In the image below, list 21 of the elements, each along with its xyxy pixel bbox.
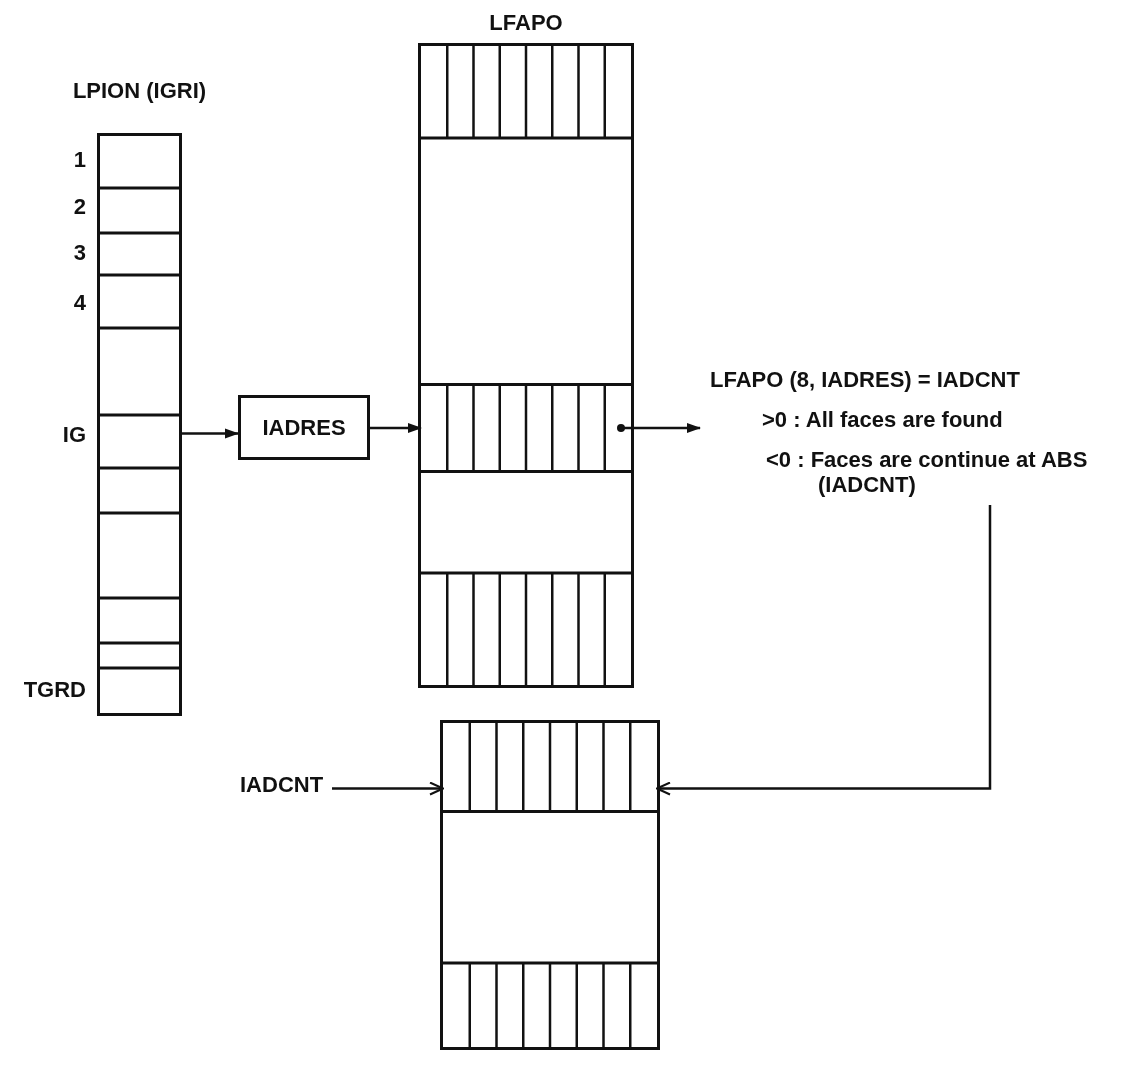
array-table (440, 720, 660, 1050)
arrow (182, 428, 239, 439)
process-box (238, 395, 370, 460)
arrow (332, 781, 444, 796)
row-index-label: 1 (73, 147, 86, 173)
row-index-label: 4 (73, 290, 86, 316)
arrow (617, 423, 701, 433)
array-name: LPION (IGRI) (72, 78, 207, 104)
array-name: LFAPO (489, 10, 563, 36)
arrow (656, 505, 992, 796)
row-index-label: TGRD (23, 677, 86, 703)
row-index-label: IG (62, 422, 86, 448)
formula-text: IADCNT (240, 772, 324, 798)
row-index-label: 3 (73, 240, 86, 266)
formula-text: LFAPO (8, IADRES) = IADCNT (710, 367, 1020, 393)
note-text: >0 : All faces are found (762, 407, 1003, 433)
note-text: <0 : Faces are continue at ABS (IADCNT) (766, 447, 1089, 498)
record-row (443, 720, 657, 813)
box-label: IADRES (262, 414, 346, 441)
record-row (421, 383, 631, 473)
row-index-label: 2 (73, 194, 86, 220)
